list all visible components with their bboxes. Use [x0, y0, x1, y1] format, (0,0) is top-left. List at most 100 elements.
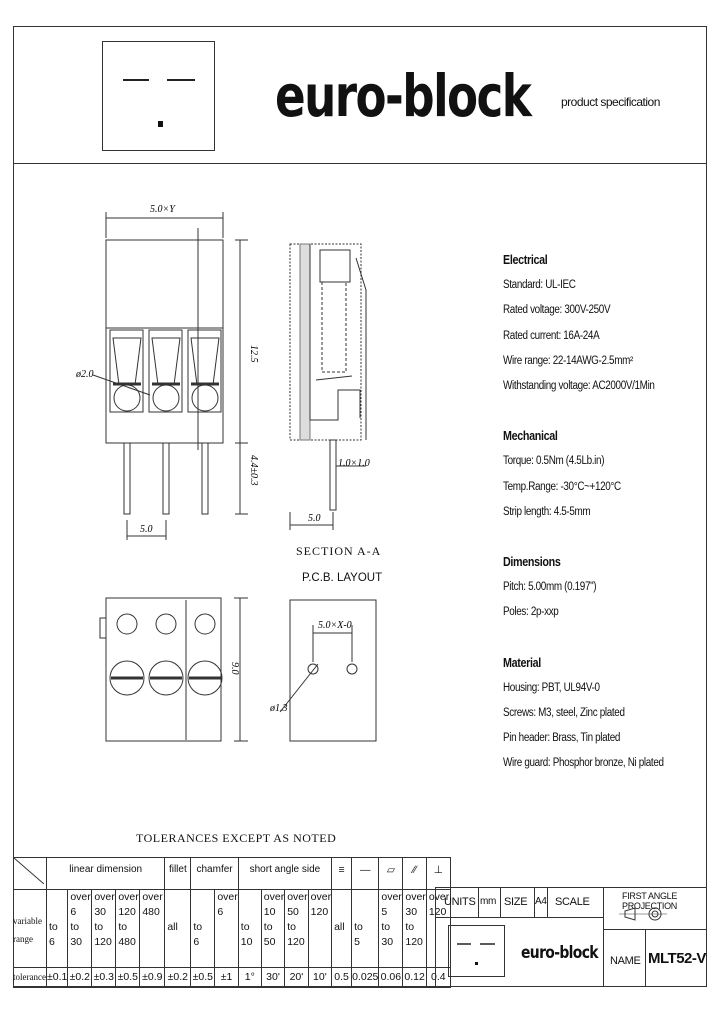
- range-text: [217, 920, 237, 935]
- tolerance-value: ±0.2: [67, 967, 93, 988]
- range-text: 120: [428, 906, 447, 918]
- tolerance-value: ±0.3: [91, 967, 117, 988]
- size-label: SIZE: [504, 896, 528, 908]
- title-block: UNITS mm SIZE A4 SCALE FIRST ANGLE PROJE…: [435, 887, 707, 987]
- range-text: [49, 890, 67, 905]
- range-text: to: [354, 921, 363, 933]
- section-view: [289, 243, 367, 530]
- brand-name: euro-block: [275, 62, 532, 130]
- range-text: to: [94, 921, 104, 933]
- spec-line: Strip length: 4.5-5mm: [503, 505, 591, 518]
- range-cell: all: [164, 889, 192, 968]
- titleblock-logo: [448, 925, 505, 977]
- dim-hole: ø2.0: [75, 369, 94, 380]
- range-text: [311, 920, 331, 935]
- logo-mark-icon: [457, 943, 495, 965]
- header-symbol: ▱: [378, 857, 404, 890]
- range-text: [49, 905, 67, 920]
- tolerance-value: 20': [284, 967, 309, 988]
- spec-line: Temp.Range: -30°C~+120°C: [503, 480, 621, 493]
- range-text: over: [94, 891, 115, 903]
- header-symbol: ≡: [331, 857, 353, 890]
- document-subtitle: product specification: [561, 95, 660, 109]
- range-text: [217, 935, 237, 950]
- tolerance-value: 10': [307, 967, 333, 988]
- range-text: [334, 935, 351, 950]
- dim-pcb-pitch: 5.0×X-0: [318, 620, 352, 631]
- spec-line: Poles: 2p-xxp: [503, 606, 559, 619]
- range-text: 480: [118, 936, 136, 948]
- units-label: UNITS: [444, 896, 476, 908]
- tolerance-value: ±1: [214, 967, 239, 988]
- logo: [102, 41, 215, 151]
- header-symbol: ⊥: [425, 857, 451, 890]
- dim-height: 12.5: [248, 345, 259, 363]
- range-text: over: [405, 891, 426, 903]
- range-text: 30: [70, 936, 83, 948]
- dim-pcb-hole: ø1.3: [269, 703, 288, 714]
- range-text: [193, 905, 214, 920]
- header-fillet: fillet: [164, 857, 192, 890]
- range-text: all: [167, 921, 178, 933]
- range-text: 120: [118, 906, 136, 918]
- dim-side-pitch: 5.0: [308, 513, 321, 524]
- range-text: 120: [310, 906, 329, 918]
- range-text: to: [193, 921, 203, 933]
- dim-pitch: 5.0: [140, 524, 153, 535]
- header-chamfer: chamfer: [190, 857, 239, 890]
- range-text: 50: [263, 936, 276, 948]
- spec-line: Pin header: Brass, Tin plated: [503, 732, 621, 745]
- range-text: 30: [381, 936, 394, 948]
- tolerance-title: TOLERANCES EXCEPT AS NOTED: [136, 831, 337, 845]
- range-text: 480: [142, 906, 160, 918]
- range-text: 120: [287, 936, 305, 948]
- tolerance-value: ±0.1: [45, 967, 69, 988]
- part-name: MLT52-V: [648, 950, 706, 967]
- spec-line: Torque: 0.5Nm (4.5Lb.in): [503, 455, 605, 468]
- range-text: [167, 905, 190, 920]
- range-text: 10: [263, 906, 276, 918]
- row-label-variable: variable: [13, 916, 42, 926]
- dim-depth: 9.0: [229, 662, 240, 675]
- range-text: [311, 935, 331, 950]
- tolerance-value: 0.5: [331, 967, 353, 988]
- tolerance-value: 30': [260, 967, 286, 988]
- spec-line: Wire guard: Phosphor bronze, Ni plated: [503, 757, 664, 770]
- range-text: to: [405, 921, 415, 933]
- range-text: 6: [193, 936, 200, 948]
- range-text: to: [381, 921, 391, 933]
- range-text: over: [217, 891, 238, 903]
- name-label: NAME: [610, 955, 641, 967]
- spec-heading-mechanical: Mechanical: [503, 429, 558, 444]
- specifications: Electrical Standard: UL-IEC Rated voltag…: [503, 248, 664, 777]
- tolerance-value: ±0.5: [190, 967, 216, 988]
- spec-line: Withstanding voltage: AC2000V/1Min: [503, 380, 655, 393]
- range-text: [142, 935, 164, 950]
- range-text: [241, 890, 261, 905]
- scale-label: SCALE: [555, 896, 590, 908]
- bottom-view: [99, 597, 248, 742]
- tolerance-value: ±0.9: [139, 967, 166, 988]
- range-text: to: [287, 921, 296, 933]
- pcb-label: P.C.B. LAYOUT: [302, 572, 383, 584]
- range-text: [241, 905, 261, 920]
- range-text: 6: [217, 906, 224, 918]
- range-text: 6: [70, 906, 77, 918]
- tolerance-value: ±0.5: [115, 967, 141, 988]
- spec-heading-dimensions: Dimensions: [503, 555, 561, 570]
- range-cell: to 6: [190, 889, 216, 968]
- header-angle: short angle side: [237, 857, 333, 890]
- spec-line: Pitch: 5.00mm (0.197"): [503, 581, 597, 594]
- range-text: [334, 890, 351, 905]
- header-symbol: ∕∕: [402, 857, 427, 890]
- range-text: 120: [405, 936, 423, 948]
- dim-pin-size: 1.0×1.0: [338, 458, 370, 469]
